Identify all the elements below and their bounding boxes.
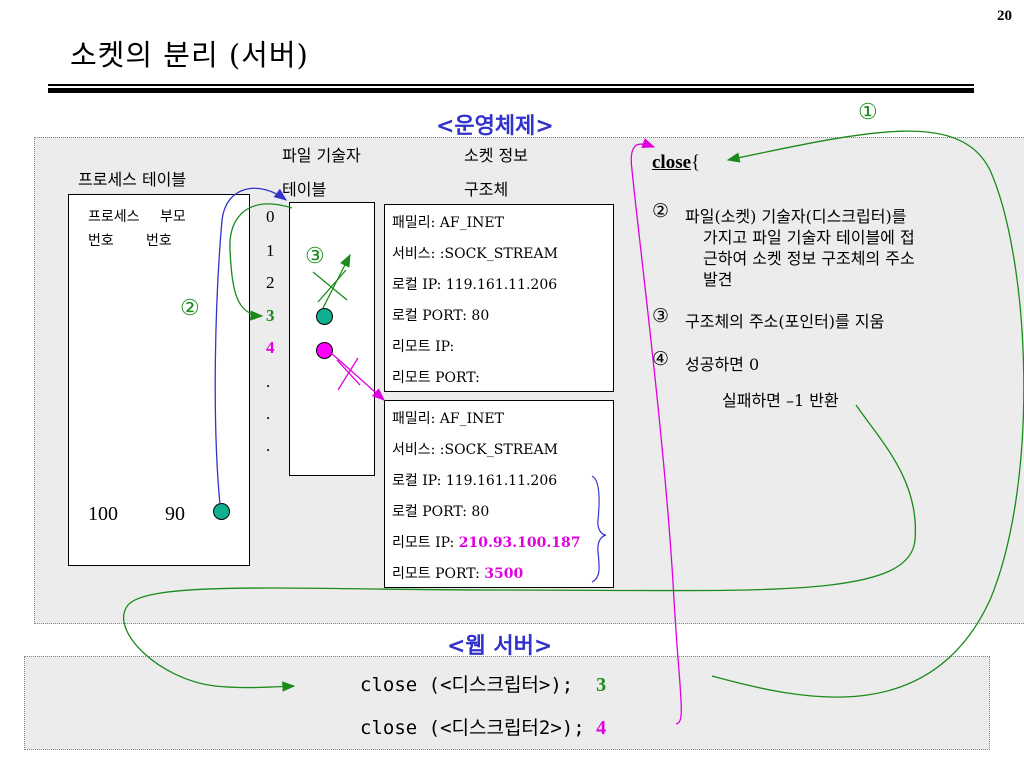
close-word: close <box>652 152 692 173</box>
fd-index-1: 1 <box>266 241 275 260</box>
socket-info-label-line1: 소켓 정보 <box>464 146 528 165</box>
socket2-local-port: 로컬 PORT: 80 <box>392 504 490 520</box>
socket2-remote-ip-label: 리모트 IP: <box>392 535 459 551</box>
socket1-local-port: 로컬 PORT: 80 <box>392 308 490 324</box>
slide-title: 소켓의 분리 (서버) <box>70 38 309 72</box>
step2-line3: 근하여 소켓 정보 구조체의 주소 <box>703 249 915 268</box>
step2-line2: 가지고 파일 기술자 테이블에 접 <box>703 228 915 247</box>
code-line-1-value: 3 <box>596 674 607 696</box>
step4-text: 성공하면 0 <box>685 355 760 374</box>
return-value-arrow <box>122 404 917 692</box>
socket-info-label-line2: 구조체 <box>464 180 509 199</box>
step2-line1: 파일(소켓) 기술자(디스크립터)를 <box>685 207 907 226</box>
title-rule-thick <box>48 88 974 93</box>
socket2-remote-port: 리모트 PORT: 3500 <box>392 563 523 583</box>
process-id-value: 100 <box>88 503 118 525</box>
fd-index-dot-2: . <box>266 404 271 423</box>
step3-number: ③ <box>652 305 670 327</box>
fd4-pointer-arrow <box>329 351 385 401</box>
process-table-label: 프로세스 테이블 <box>78 170 187 189</box>
step4-text2: 실패하면 –1 반환 <box>722 391 839 410</box>
fd3-pointer-dot <box>316 308 333 325</box>
fd3-pointer-cross-a <box>312 271 348 301</box>
socket2-remote-port-value: 3500 <box>484 566 524 582</box>
code-line-2-call: close (<디스크립터2>); <box>360 717 585 739</box>
marker-1: ① <box>858 100 878 125</box>
parent-id-value: 90 <box>165 503 185 525</box>
title-rule-thin <box>48 84 974 86</box>
fd-index-3: 3 <box>266 306 275 325</box>
page-number: 20 <box>997 8 1012 24</box>
fd-index-dot-1: . <box>266 372 271 391</box>
socket2-local-ip: 로컬 IP: 119.161.11.206 <box>392 473 558 489</box>
code-line-1: close (<디스크립터>); 3 <box>360 670 606 697</box>
code-line-2-value: 4 <box>596 717 607 739</box>
socket2-remote-ip-value: 210.93.100.187 <box>458 535 581 551</box>
web-server-title: <웹 서버> <box>447 634 553 659</box>
fd3-pointer-cross-b <box>317 269 347 303</box>
socket1-local-ip: 로컬 IP: 119.161.11.206 <box>392 277 558 293</box>
socket2-brace <box>591 475 607 583</box>
marker-2: ② <box>180 296 200 321</box>
process-fd-pointer-dot <box>213 503 230 520</box>
fd-index-dot-3: . <box>266 436 271 455</box>
fd4-pointer-cross-b <box>337 357 359 391</box>
step4-number: ④ <box>652 348 670 370</box>
socket2-remote-port-label: 리모트 PORT: <box>392 566 485 582</box>
process-col-header: 프로세스 <box>88 209 140 225</box>
socket1-remote-port: 리모트 PORT: <box>392 370 480 386</box>
socket-struct-2 <box>384 400 614 588</box>
socket2-service: 서비스: :SOCK_STREAM <box>392 442 558 458</box>
fd-table-box <box>289 202 375 476</box>
close-brace: { <box>691 152 701 173</box>
close-call-arrow <box>630 138 682 725</box>
socket1-remote-ip: 리모트 IP: <box>392 339 455 355</box>
socket1-family: 패밀리: AF_INET <box>392 215 504 231</box>
os-panel-title: <운영체제> <box>436 114 554 139</box>
web-server-panel <box>24 656 990 750</box>
process-to-fd-table-arrow <box>214 187 288 506</box>
fd4-pointer-dot <box>316 342 333 359</box>
socket2-remote-ip: 리모트 IP: 210.93.100.187 <box>392 532 581 552</box>
fd-index-2: 2 <box>266 273 275 292</box>
step2-line4: 발견 <box>703 270 733 289</box>
code-line-1-call: close (<디스크립터>); <box>360 674 574 696</box>
fd-lookup-arrow <box>229 203 293 321</box>
fd-index-4: 4 <box>266 338 275 357</box>
parent-col-subheader: 번호 <box>146 233 172 249</box>
socket1-service: 서비스: :SOCK_STREAM <box>392 246 558 262</box>
socket-struct-1 <box>384 204 614 392</box>
fd-index-0: 0 <box>266 207 275 226</box>
parent-col-header: 부모 <box>160 209 186 225</box>
close-function-label: close{ <box>652 152 700 174</box>
code-line-2: close (<디스크립터2>); 4 <box>360 713 606 740</box>
step3-text: 구조체의 주소(포인터)를 지움 <box>685 312 885 331</box>
fd-table-label-line1: 파일 기술자 <box>282 146 361 165</box>
socket2-family: 패밀리: AF_INET <box>392 411 504 427</box>
return-loop-arrow <box>711 130 1024 698</box>
marker-3: ③ <box>305 244 325 269</box>
fd-table-label-line2: 테이블 <box>282 180 327 199</box>
process-col-subheader: 번호 <box>88 233 114 249</box>
step2-number: ② <box>652 200 670 222</box>
